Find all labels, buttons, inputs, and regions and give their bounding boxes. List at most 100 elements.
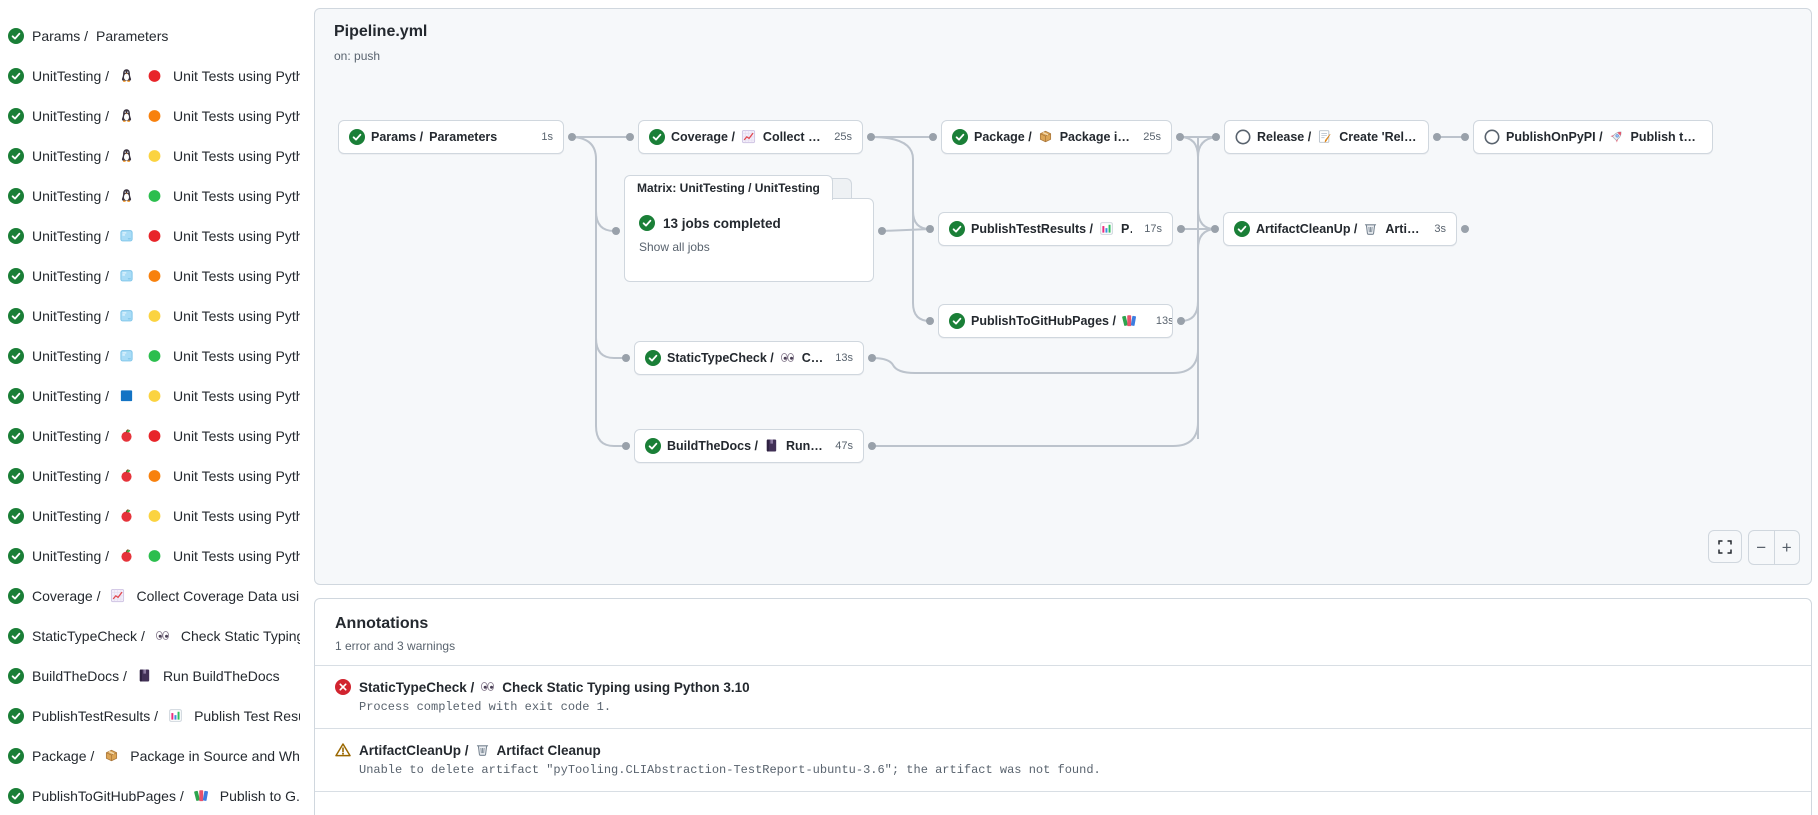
sidebar-item-unittesting-5[interactable]: UnitTesting /Unit Tests using Pyth... — [0, 216, 300, 256]
sidebar-item-params-0[interactable]: Params /Parameters — [0, 16, 300, 56]
sidebar-item-unittesting-3[interactable]: UnitTesting / Unit Tests using Pyth... — [0, 136, 300, 176]
node-duration: 17s — [1144, 223, 1162, 235]
sidebar-item-unittesting-13[interactable]: UnitTesting /Unit Tests using Pyth... — [0, 536, 300, 576]
sidebar-item-unittesting-2[interactable]: UnitTesting /Unit Tests using Pyth... — [0, 96, 300, 136]
sidebar-item-unittesting-12[interactable]: UnitTesting /Unit Tests using Pyth... — [0, 496, 300, 536]
node-coverage[interactable]: Coverage /Collect Cove...25s — [638, 120, 863, 154]
annotations-list: StaticTypeCheck / Check Static Typing usi… — [315, 665, 1811, 792]
check-circle-icon — [8, 628, 24, 644]
job-label: Unit Tests using Pyth... — [173, 188, 300, 204]
node-publishtogithubpages[interactable]: PublishToGitHubPages /...13s — [938, 304, 1173, 338]
eyes-icon — [155, 628, 171, 644]
node-job-label: Parameters — [429, 130, 498, 144]
annotation-title[interactable]: ArtifactCleanUp / Artifact Cleanup — [359, 742, 1101, 758]
job-label: Unit Tests using Pyth... — [173, 508, 300, 524]
yellow-dot-icon — [147, 308, 163, 324]
zoom-out-button[interactable]: − — [1749, 531, 1775, 564]
sidebar-item-unittesting-6[interactable]: UnitTesting /Unit Tests using Pyth... — [0, 256, 300, 296]
job-name: PublishTestResults / — [32, 708, 159, 724]
job-name: UnitTesting / — [32, 308, 110, 324]
annotation-detail: Process completed with exit code 1. — [359, 700, 612, 714]
annotation-job-name: ArtifactCleanUp / — [359, 742, 469, 758]
node-job-label: Create 'Release P... — [1339, 130, 1418, 144]
sidebar-item-statictypecheck-15[interactable]: StaticTypeCheck /Check Static Typing... — [0, 616, 300, 656]
job-label: Package in Source and Wh... — [130, 748, 300, 764]
sidebar-item-publishtestresults-17[interactable]: PublishTestResults /Publish Test Resu... — [0, 696, 300, 736]
check-circle-icon — [8, 268, 24, 284]
ice-icon — [119, 308, 135, 324]
yellow-dot-icon — [147, 388, 163, 404]
sidebar-item-unittesting-10[interactable]: UnitTesting /Unit Tests using Pyth... — [0, 416, 300, 456]
node-publishonpypi[interactable]: PublishOnPyPI /Publish to ... — [1473, 120, 1713, 154]
annotation-job-label: Artifact Cleanup — [496, 742, 601, 758]
penguin-icon — [119, 148, 135, 164]
ice-icon — [119, 268, 135, 284]
node-buildthedocs[interactable]: BuildTheDocs /Run Buil...47s — [634, 429, 864, 463]
orange-dot-icon — [147, 268, 163, 284]
job-name: UnitTesting / — [32, 388, 110, 404]
job-name: UnitTesting / — [32, 148, 110, 164]
job-label: Unit Tests using Pyth... — [173, 388, 300, 404]
sidebar-item-unittesting-7[interactable]: UnitTesting /Unit Tests using Pyth... — [0, 296, 300, 336]
check-circle-icon — [645, 350, 661, 366]
check-circle-icon — [8, 388, 24, 404]
chart-up-icon — [110, 588, 126, 604]
error-circle-icon — [335, 679, 351, 695]
check-circle-icon — [8, 108, 24, 124]
sidebar-item-unittesting-11[interactable]: UnitTesting /Unit Tests using Pyth... — [0, 456, 300, 496]
check-circle-icon — [8, 708, 24, 724]
job-label: Unit Tests using Pyth... — [173, 68, 300, 84]
node-params[interactable]: Params / Parameters 1s — [338, 120, 564, 154]
zoom-in-button[interactable]: + — [1775, 531, 1800, 564]
check-circle-icon — [8, 148, 24, 164]
job-label: Collect Coverage Data usi... — [136, 588, 300, 604]
eyes-icon — [780, 350, 796, 366]
pipeline-trigger: on: push — [334, 49, 381, 63]
node-release[interactable]: Release /Create 'Release P... — [1224, 120, 1429, 154]
sidebar-item-unittesting-9[interactable]: UnitTesting / Unit Tests using Pyth... — [0, 376, 300, 416]
fullscreen-button[interactable] — [1708, 530, 1742, 563]
check-circle-icon — [649, 129, 665, 145]
show-all-jobs-link[interactable]: Show all jobs — [639, 240, 710, 254]
sidebar-item-package-18[interactable]: Package /Package in Source and Wh... — [0, 736, 300, 776]
job-name: StaticTypeCheck / — [32, 628, 145, 644]
sidebar-item-buildthedocs-16[interactable]: BuildTheDocs /Run BuildTheDocs — [0, 656, 300, 696]
apple-icon — [119, 428, 135, 444]
ice-icon — [119, 348, 135, 364]
package-icon — [104, 748, 120, 764]
node-duration: 1s — [541, 131, 553, 143]
node-job-label: Publish to ... — [1630, 130, 1702, 144]
check-circle-icon — [8, 228, 24, 244]
node-package[interactable]: Package /Package in So...25s — [941, 120, 1172, 154]
sidebar-item-unittesting-1[interactable]: UnitTesting /Unit Tests using Pyth... — [0, 56, 300, 96]
annotation-job-name: StaticTypeCheck / — [359, 679, 475, 695]
node-publishtestresults[interactable]: PublishTestResults /Pu...17s — [938, 212, 1173, 246]
check-circle-icon — [8, 68, 24, 84]
node-artifactcleanup[interactable]: ArtifactCleanUp /Artifac...3s — [1223, 212, 1457, 246]
node-statictypecheck[interactable]: StaticTypeCheck /Chec...13s — [634, 341, 864, 375]
apple-icon — [119, 508, 135, 524]
job-name: Params / — [32, 28, 89, 44]
check-circle-icon — [1234, 221, 1250, 237]
penguin-icon — [119, 108, 135, 124]
pipeline-graph-panel: Pipeline.yml on: push Params /Parameters… — [314, 8, 1812, 585]
matrix-summary-card[interactable]: 13 jobs completed Show all jobs — [624, 198, 874, 282]
job-name: UnitTesting / — [32, 548, 110, 564]
sidebar-item-unittesting-8[interactable]: UnitTesting /Unit Tests using Pyth... — [0, 336, 300, 376]
job-label: Run BuildTheDocs — [162, 668, 280, 684]
job-label: Unit Tests using Pyth... — [173, 148, 300, 164]
package-icon — [1038, 129, 1054, 145]
sidebar-item-unittesting-4[interactable]: UnitTesting /Unit Tests using Pyth... — [0, 176, 300, 216]
yellow-dot-icon — [147, 508, 163, 524]
sidebar-item-publishtogithubpages-19[interactable]: PublishToGitHubPages /Publish to G... — [0, 776, 300, 815]
annotation-title[interactable]: StaticTypeCheck / Check Static Typing usi… — [359, 679, 750, 695]
check-circle-icon — [645, 438, 661, 454]
node-job-name: PublishToGitHubPages / — [971, 314, 1116, 328]
annotation-job-label: Check Static Typing using Python 3.10 — [502, 679, 750, 695]
annotation-detail: Unable to delete artifact "pyTooling.CLI… — [359, 763, 1101, 777]
sidebar-item-coverage-14[interactable]: Coverage /Collect Coverage Data usi... — [0, 576, 300, 616]
node-job-name: Params / — [371, 130, 424, 144]
